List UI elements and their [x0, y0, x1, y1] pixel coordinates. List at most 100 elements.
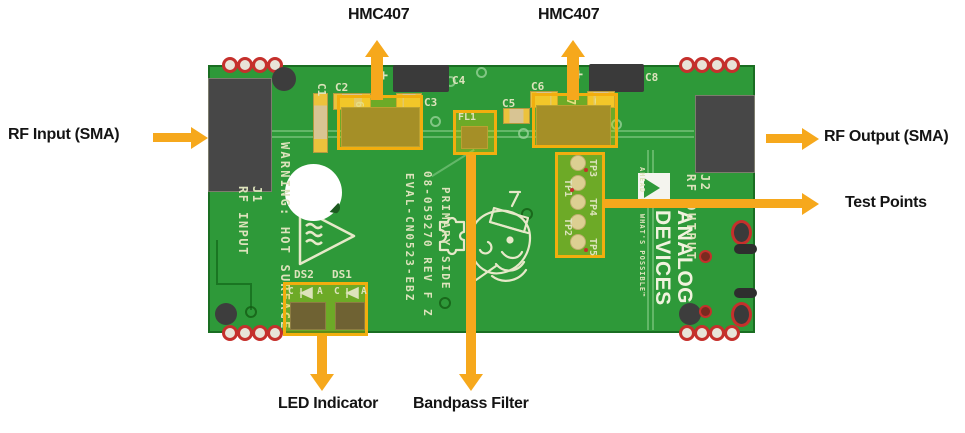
edge-pad	[679, 57, 695, 73]
label-led-indicator: LED Indicator	[278, 395, 379, 412]
tp-speck	[584, 168, 588, 172]
test-point-pad	[570, 214, 586, 230]
test-point-pad	[570, 234, 586, 250]
arrow-shaft	[603, 199, 802, 208]
edge-pad	[709, 325, 725, 341]
edge-pad	[252, 325, 268, 341]
doc-number-text: 08-059270 REV F Z	[421, 171, 434, 318]
via	[430, 116, 441, 127]
edge-pad	[222, 325, 238, 341]
edge-pad	[237, 325, 253, 341]
chip-pad	[596, 93, 610, 105]
polarity-plus: +	[379, 66, 389, 84]
arrow-right-rf-input	[191, 127, 208, 149]
led-refdes-ds1: DS1	[332, 268, 352, 281]
arrow-down-bandpass	[459, 374, 483, 391]
sma-connector-j2	[695, 95, 755, 173]
trace	[216, 240, 218, 285]
diode-cathode-mark: C	[288, 286, 294, 297]
edge-pad	[694, 325, 710, 341]
label-bandpass-filter: Bandpass Filter	[413, 395, 529, 412]
arrow-up-hmc407-left	[365, 40, 389, 57]
mounting-hole	[215, 303, 237, 325]
via-pad	[699, 250, 712, 263]
cap-label-c5: C5	[502, 97, 516, 110]
cap-label-c8: C8	[645, 71, 659, 84]
primary-side-text: PRIMARY SIDE	[439, 187, 452, 291]
label-rf-input: RF Input (SMA)	[8, 126, 120, 143]
bandpass-filter-highlight	[453, 110, 497, 155]
via	[439, 297, 451, 309]
via-pad	[699, 305, 712, 318]
diode-anode-mark: A	[361, 286, 367, 297]
sma-connector-j1	[208, 78, 272, 192]
arrow-right-test-points	[802, 193, 819, 215]
capacitor-c1-body	[313, 93, 328, 153]
plated-pad	[731, 302, 752, 327]
test-point-pad	[570, 194, 586, 210]
tp-speck	[584, 248, 588, 252]
edge-pad	[709, 57, 725, 73]
adi-logo	[638, 173, 670, 203]
slot-pad	[734, 288, 757, 298]
label-rf-output: RF Output (SMA)	[824, 128, 949, 145]
edge-pad	[222, 57, 238, 73]
j1-name: RF INPUT	[236, 186, 250, 256]
bandpass-filter-chip	[461, 126, 488, 149]
arrow-shaft	[567, 55, 579, 100]
arrow-down-led	[310, 374, 334, 391]
circle-notch	[329, 201, 340, 214]
via	[245, 306, 257, 318]
brand-tagline: AHEAD OF WHAT'S POSSIBLE™	[638, 167, 646, 298]
arrow-shaft	[317, 336, 327, 374]
arrow-shaft	[153, 133, 191, 142]
arrow-shaft	[371, 55, 383, 100]
diode-cathode-mark: C	[334, 286, 340, 297]
test-point-pad	[570, 155, 586, 171]
vertical-trace	[652, 150, 654, 330]
capacitor-c8-body	[589, 64, 644, 92]
label-hmc407-left: HMC407	[348, 6, 410, 23]
tp-label: TP5	[587, 238, 598, 257]
plated-pad	[731, 220, 752, 245]
chip-pad	[340, 95, 354, 107]
diode-symbol	[345, 287, 359, 299]
edge-pad	[724, 325, 740, 341]
edge-pad	[694, 57, 710, 73]
cap-label-c3: C3	[424, 96, 438, 109]
trace	[250, 285, 252, 310]
fl1-refdes: FL1	[458, 112, 477, 123]
arrow-up-hmc407-right	[561, 40, 585, 57]
cap-label-c4: C4	[452, 74, 466, 87]
hmc407-chip-1	[341, 107, 420, 147]
via	[476, 67, 487, 78]
diode-symbol	[299, 287, 313, 299]
tp-speck	[570, 188, 574, 192]
label-hmc407-right: HMC407	[538, 6, 600, 23]
tp-label: TP2	[562, 218, 573, 237]
mascot-art	[438, 190, 532, 282]
adi-logo-triangle	[644, 178, 660, 198]
cap-label-c1: C1	[315, 83, 328, 97]
test-point-pad	[570, 175, 586, 191]
edge-pad	[252, 57, 268, 73]
board-name-text: EVAL-CN0523-EBZ	[403, 173, 416, 303]
edge-pad	[724, 57, 740, 73]
arrow-shaft	[466, 155, 476, 374]
cap-label-c6: C6	[531, 80, 545, 93]
vertical-trace	[647, 150, 649, 330]
chip-pad	[536, 93, 550, 105]
arrow-right-rf-output	[802, 128, 819, 150]
edge-pad	[679, 325, 695, 341]
chip-pad	[404, 95, 418, 107]
label-test-points: Test Points	[845, 194, 927, 211]
trace	[216, 283, 252, 285]
diode-anode-mark: A	[317, 286, 323, 297]
edge-pad	[267, 325, 283, 341]
brand-devices: DEVICES	[651, 210, 674, 306]
led-ds2-body	[290, 302, 326, 330]
cap-label-c2: C2	[335, 81, 349, 94]
led-ds1-body	[335, 302, 365, 330]
led-refdes-ds2: DS2	[294, 268, 314, 281]
